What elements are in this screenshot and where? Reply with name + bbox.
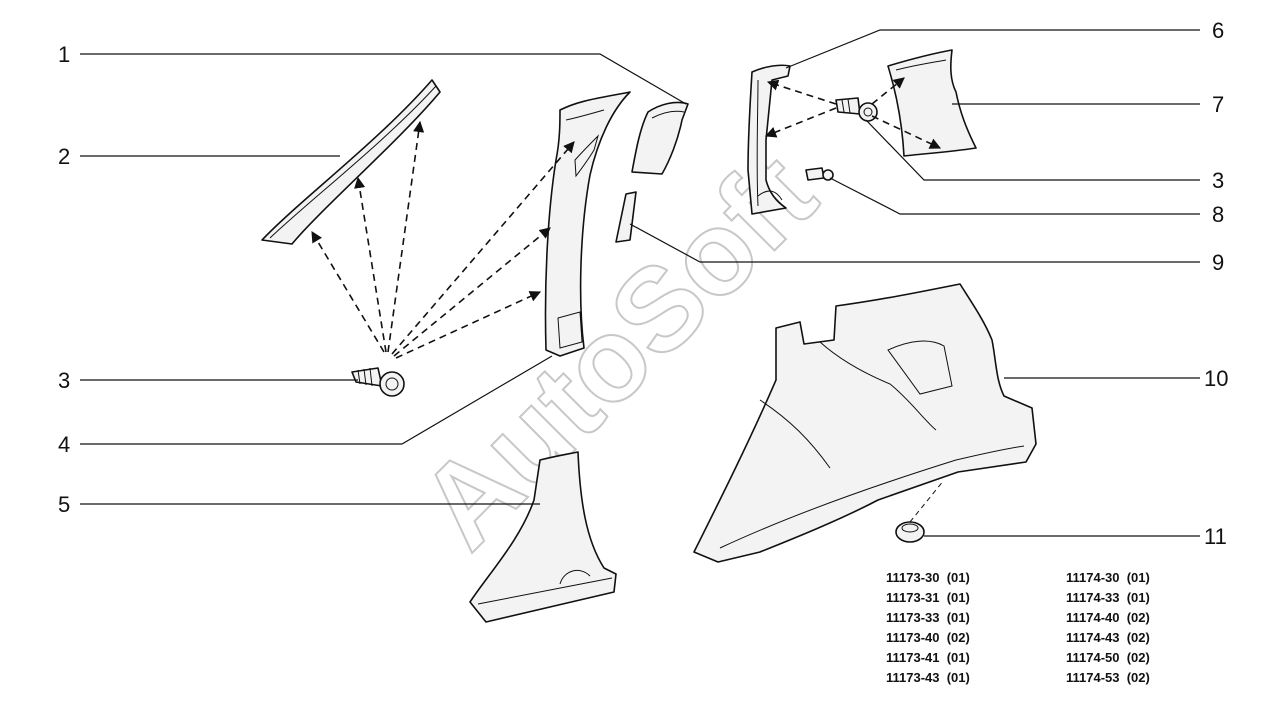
code-left-1: 11173-30 (01) [886, 570, 970, 585]
callout-2: 2 [58, 144, 70, 169]
assembly-arrows-right [764, 77, 942, 149]
part-8-screw [805, 167, 834, 181]
part-4-pillar-trim [544, 91, 631, 357]
part-10-side-trim [693, 283, 1037, 563]
callout-7: 7 [1212, 92, 1224, 117]
part-9-pad [615, 191, 637, 243]
model-code-table: 11173-30 (01) 11174-30 (01) 11173-31 (01… [886, 569, 1206, 686]
code-left-5: 11173-41 (01) [886, 650, 970, 665]
code-right-4: 11174-43 (02) [1066, 630, 1150, 645]
code-left-4: 11173-40 (02) [886, 630, 970, 645]
code-right-2: 11174-33 (01) [1066, 590, 1150, 605]
callout-5: 5 [58, 492, 70, 517]
part-2-trim-strip [261, 79, 441, 245]
callout-3-left: 3 [58, 368, 70, 393]
callout-9: 9 [1212, 250, 1224, 275]
code-right-3: 11174-40 (02) [1066, 610, 1150, 625]
assembly-arrows-left [311, 120, 575, 359]
callout-6: 6 [1212, 18, 1224, 43]
callout-labels: 1 2 3 4 5 6 7 3 8 9 10 11 [58, 18, 1228, 549]
callout-4: 4 [58, 432, 70, 457]
callout-8: 8 [1212, 202, 1224, 227]
part-7-panel [887, 49, 977, 157]
code-right-5: 11174-50 (02) [1066, 650, 1150, 665]
callout-11: 11 [1204, 524, 1227, 549]
code-left-3: 11173-33 (01) [886, 610, 970, 625]
part-3-clip-left [351, 367, 405, 397]
part-11-plug [895, 479, 945, 543]
callout-3-right: 3 [1212, 168, 1224, 193]
code-right-6: 11174-53 (02) [1066, 670, 1150, 685]
part-5-lower-trim [469, 451, 617, 623]
part-3-clip-right [835, 97, 878, 122]
code-left-2: 11173-31 (01) [886, 590, 970, 605]
code-left-6: 11173-43 (01) [886, 670, 970, 685]
code-right-1: 11174-30 (01) [1066, 570, 1150, 585]
callout-10: 10 [1204, 366, 1228, 391]
part-1-cap [631, 101, 689, 175]
callout-1: 1 [58, 42, 70, 67]
leader-lines [80, 29, 1200, 537]
part-6-frame [747, 64, 791, 215]
